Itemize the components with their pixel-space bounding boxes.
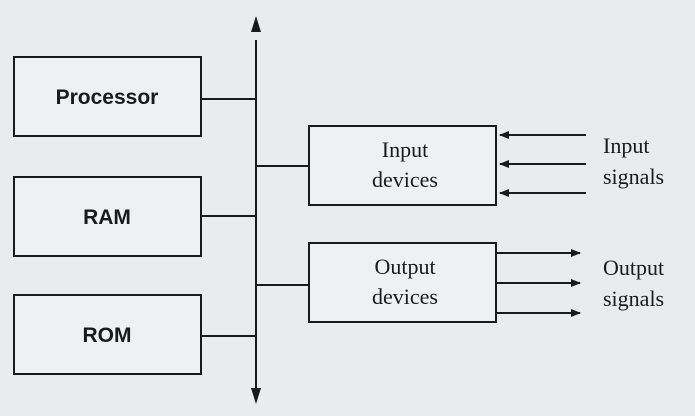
processor-box: [13, 56, 202, 137]
ram-box: [13, 176, 202, 257]
output-signals-label-line1: Output: [603, 255, 664, 280]
processor-label: Processor: [56, 86, 159, 109]
output-devices-label-line1: Output: [374, 254, 435, 279]
input-signals-label-line1: Input: [603, 133, 649, 158]
ram-label: RAM: [83, 206, 131, 229]
bus-arrow-top: [251, 16, 261, 32]
output-signals-label-line2: signals: [603, 286, 664, 311]
rom-label: ROM: [83, 324, 132, 347]
bus-arrow-bottom: [251, 388, 261, 404]
output-devices-label-line2: devices: [372, 284, 438, 309]
input-signals-label-line2: signals: [603, 164, 664, 189]
output-devices-box: [308, 242, 497, 323]
rom-box: [13, 294, 202, 375]
input-devices-label-line1: Input: [382, 137, 428, 162]
input-devices-label-line2: devices: [372, 167, 438, 192]
